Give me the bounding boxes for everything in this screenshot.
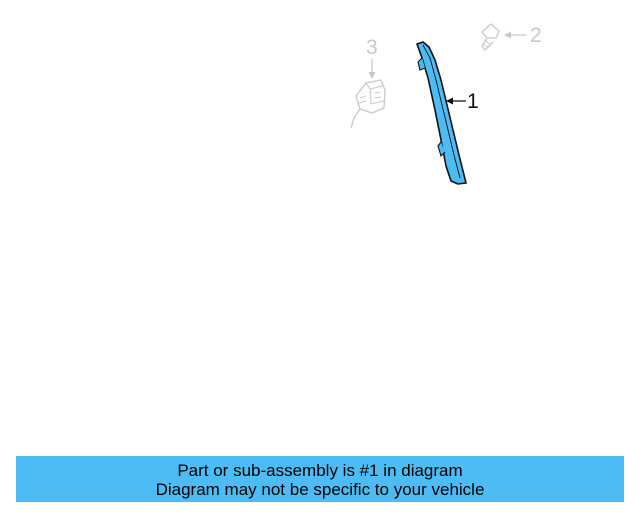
callout-1-arrowhead — [446, 97, 453, 105]
part-1-inner-edge — [422, 44, 461, 179]
part-1-trim-molding[interactable] — [416, 41, 467, 185]
part-1-lower-tab — [437, 141, 446, 158]
part-2-screw[interactable] — [481, 23, 500, 51]
part-3-top — [365, 82, 385, 105]
part-3-detail — [358, 91, 382, 104]
callout-3-arrowhead — [368, 72, 376, 79]
callout-3-number: 3 — [366, 36, 378, 59]
banner-line-2: Diagram may not be specific to your vehi… — [155, 480, 485, 499]
callout-1: 1 — [446, 90, 479, 113]
part-3-clip[interactable] — [350, 79, 386, 129]
callout-3: 3 — [366, 36, 378, 79]
callout-2-arrowhead — [504, 31, 511, 39]
callout-2: 2 — [504, 24, 542, 47]
part-3-tail — [350, 108, 361, 129]
part-2-head — [481, 23, 500, 39]
part-2-thread — [482, 40, 491, 48]
callout-2-number: 2 — [530, 24, 542, 47]
part-1-body — [416, 41, 467, 185]
part-1-upper-tab — [417, 57, 426, 71]
info-banner: Part or sub-assembly is #1 in diagram Di… — [16, 456, 624, 502]
banner-line-1: Part or sub-assembly is #1 in diagram — [177, 461, 463, 480]
part-2-shank — [481, 37, 494, 51]
callout-1-number: 1 — [467, 90, 479, 113]
